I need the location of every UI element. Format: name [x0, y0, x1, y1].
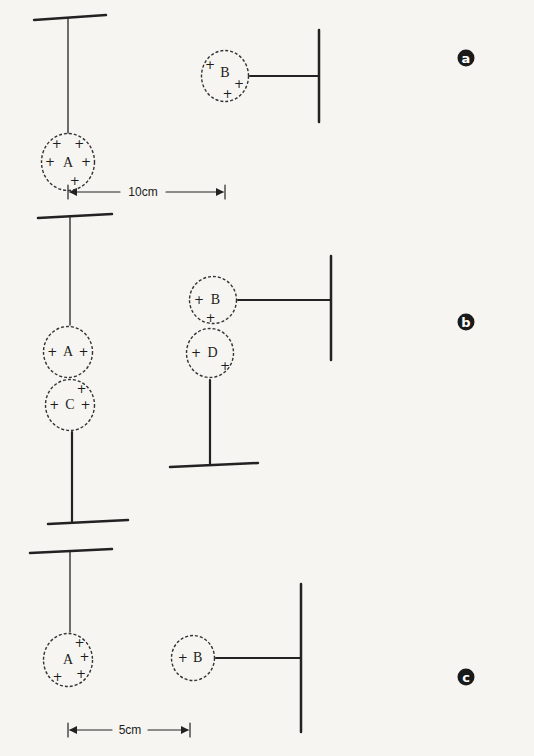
outline	[44, 327, 93, 378]
charge-sign: +	[234, 78, 244, 90]
charged-sphere: A++++	[42, 632, 94, 688]
charge-sign: +	[76, 383, 86, 395]
thread	[69, 551, 70, 632]
dimension-tick	[67, 723, 68, 737]
dimension-label: 10cm	[125, 185, 160, 199]
sphere-name: A	[63, 345, 73, 359]
outline	[202, 51, 249, 102]
thread	[69, 216, 70, 325]
charge-sign: +	[74, 138, 84, 150]
outline	[458, 314, 475, 331]
sphere-name: A	[63, 156, 73, 170]
panel-letter: b	[461, 316, 470, 329]
panel-badge: a	[456, 48, 476, 68]
charge-sign: +	[79, 346, 89, 358]
charge-sign: +	[74, 637, 84, 649]
ceiling	[30, 549, 112, 553]
outline	[458, 669, 475, 686]
charge-sign: +	[49, 399, 59, 411]
outline	[46, 380, 95, 431]
charge-sign: +	[205, 59, 215, 71]
charged-sphere: B ++	[188, 275, 238, 325]
sphere-name: B	[220, 66, 229, 80]
charge-sign: +	[80, 651, 90, 663]
charged-sphere: D++	[185, 327, 235, 379]
ceiling	[38, 214, 112, 218]
charge-sign: +	[52, 138, 62, 150]
charge-sign: +	[70, 175, 80, 187]
sphere-name: A	[63, 653, 73, 667]
charged-sphere: C+++	[44, 378, 96, 432]
sphere-name: B	[211, 293, 220, 307]
dimension-tick	[67, 185, 68, 199]
dimension-tick	[189, 723, 190, 737]
charge-sign: +	[191, 347, 201, 359]
thread	[67, 18, 68, 133]
charged-sphere: B+	[170, 634, 216, 682]
outline	[172, 636, 215, 681]
charge-sign: +	[45, 156, 55, 168]
rod	[238, 299, 330, 301]
sphere-name: B	[193, 651, 202, 665]
panel-badge: b	[456, 312, 476, 332]
outline	[187, 329, 234, 378]
ceiling	[34, 15, 106, 20]
wall	[318, 30, 321, 122]
wall	[330, 256, 333, 360]
charge-sign: +	[53, 671, 63, 683]
charged-sphere: A+++++	[40, 132, 96, 192]
dimension-line	[166, 191, 223, 192]
charge-sign: +	[81, 156, 91, 168]
charge-sign: +	[205, 312, 215, 324]
outline	[42, 134, 95, 191]
wall	[300, 584, 303, 732]
outline	[458, 50, 475, 67]
charge-sign: +	[220, 360, 230, 372]
rod	[250, 75, 318, 77]
rod	[216, 657, 300, 659]
panel-letter: a	[462, 52, 471, 65]
dimension-tick	[224, 185, 225, 199]
panel-badge: c	[456, 667, 476, 687]
charge-sign: +	[81, 399, 91, 411]
charge-sign: +	[178, 652, 188, 664]
charge-sign: +	[76, 668, 86, 680]
outline	[44, 634, 93, 687]
stand-base	[170, 463, 258, 467]
charge-sign: +	[222, 88, 232, 100]
dimension-line	[148, 729, 188, 730]
outline	[190, 277, 237, 324]
panel-letter: c	[462, 671, 470, 684]
sphere-name: D	[207, 346, 217, 360]
stand-base	[48, 520, 128, 524]
charge-sign: +	[47, 346, 57, 358]
dimension-line	[70, 191, 120, 192]
charged-sphere: A + +	[42, 325, 94, 379]
sphere-name: C	[65, 398, 74, 412]
stand	[209, 380, 211, 465]
stand	[71, 432, 73, 522]
charged-sphere: B+++	[200, 49, 250, 103]
dimension-label: 5cm	[116, 723, 145, 737]
charge-sign: +	[194, 294, 204, 306]
dimension-line	[70, 729, 112, 730]
